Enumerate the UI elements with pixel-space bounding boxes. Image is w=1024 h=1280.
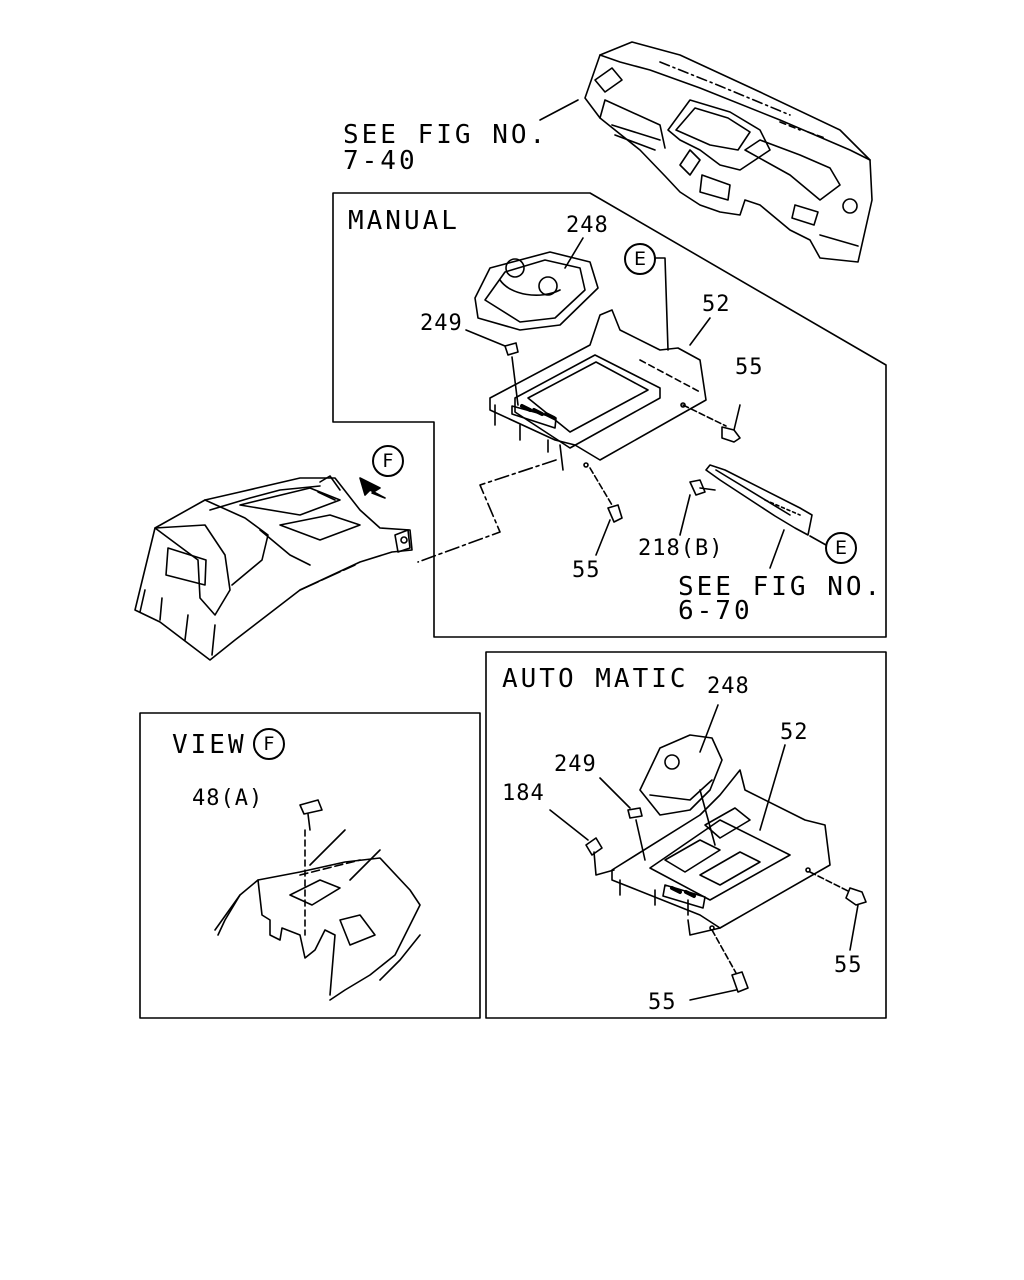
auto-title: AUTO MATIC [502,664,689,694]
manual-bolt-55-b [590,468,622,555]
manual-bracket-218 [680,465,826,568]
auto-clip-184 [586,838,602,855]
manual-label-218b: 218(B) [638,536,724,561]
see-fig-top-line2: 7-40 [343,146,418,176]
manual-bolt-55-a [683,405,740,442]
view-marker-f: F [253,728,285,760]
see-fig-top-line1: SEE FIG NO. [343,120,549,150]
see-fig-bottom-line2: 6-70 [678,596,753,626]
auto-label-55-b: 55 [648,990,677,1015]
marker-e-bottom: E [825,532,857,564]
auto-label-184: 184 [502,781,545,806]
see-fig-bottom-line1: SEE FIG NO. [678,572,884,602]
manual-label-52: 52 [702,292,731,317]
auto-label-248: 248 [707,674,750,699]
console-body [135,476,412,660]
auto-bolt-55-a [846,888,866,905]
view-f-arrow [360,478,385,498]
manual-console [490,310,706,470]
auto-label-55-a: 55 [834,953,863,978]
view-title: VIEW [172,730,247,760]
manual-label-249: 249 [420,311,463,336]
marker-f: F [372,445,404,477]
auto-label-249: 249 [554,752,597,777]
view-box-border [140,713,480,1018]
manual-clip-249 [505,343,518,355]
auto-box-border [486,652,886,1018]
auto-bolt-55-b [732,972,748,992]
dashboard-illustration [585,42,872,262]
manual-shift-boot [475,252,598,330]
auto-label-52: 52 [780,720,809,745]
auto-clip-249 [628,808,642,818]
manual-label-248: 248 [566,213,609,238]
marker-e-top: E [624,243,656,275]
view-f-illustration [215,800,420,1000]
view-label-48a: 48(A) [192,786,264,811]
manual-label-55-a: 55 [735,355,764,380]
auto-console [612,770,830,935]
manual-title: MANUAL [348,206,460,236]
manual-label-55-b: 55 [572,558,601,583]
auto-shift-boot [640,735,722,815]
manual-region-border [333,193,886,637]
